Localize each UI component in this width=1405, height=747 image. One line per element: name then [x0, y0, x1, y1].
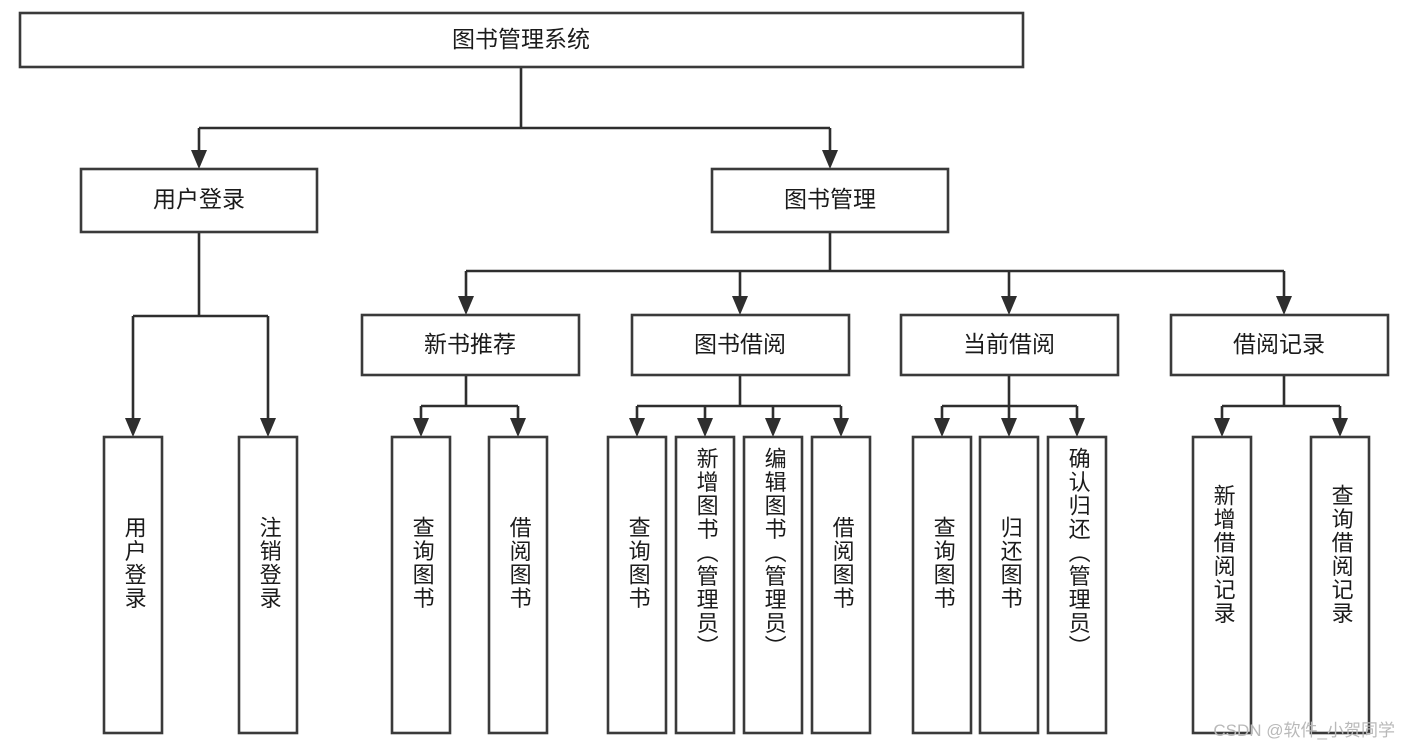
leaf-box-br-2[interactable]: [1309, 435, 1371, 735]
arrow-book-borrow: [732, 296, 748, 315]
leaf-box-nbr-1[interactable]: [390, 435, 452, 735]
arrow-ul-leaf-1: [125, 418, 141, 437]
node-current-borrow[interactable]: 当前借阅: [899, 313, 1120, 377]
arrow-ul-leaf-2: [260, 418, 276, 437]
node-user-login-box[interactable]: [79, 167, 319, 234]
leaf-boxes-book-borrow: [606, 435, 872, 735]
arrow-bb-leaf-2: [697, 418, 713, 437]
connector-current-borrow-to-leaves: [934, 375, 1085, 437]
connector-root-to-level2: [191, 67, 838, 169]
leaf-box-ul-1[interactable]: [102, 435, 164, 735]
node-root[interactable]: 图书管理系统: [18, 11, 1025, 69]
csdn-watermark: CSDN @软件_小贺同学: [1213, 721, 1395, 740]
leaf-box-bb-3[interactable]: [742, 435, 804, 735]
node-borrow-record[interactable]: 借阅记录: [1169, 313, 1390, 377]
arrow-new-book-rec: [458, 296, 474, 315]
leaf-box-nbr-2[interactable]: [487, 435, 549, 735]
leaf-box-br-1[interactable]: [1191, 435, 1253, 735]
leaf-boxes-borrow-record: [1191, 435, 1371, 735]
node-new-book-rec[interactable]: 新书推荐: [360, 313, 581, 377]
arrow-nbr-leaf-1: [413, 418, 429, 437]
leaf-boxes-new-book-rec: [390, 435, 549, 735]
arrow-user-login: [191, 150, 207, 169]
node-book-manage-label: 图书管理: [784, 186, 876, 212]
connector-borrow-record-to-leaves: [1214, 375, 1348, 437]
arrow-bb-leaf-3: [765, 418, 781, 437]
leaf-box-cb-1[interactable]: [911, 435, 973, 735]
leaf-boxes-current-borrow: [911, 435, 1108, 735]
node-root-box[interactable]: [18, 11, 1025, 69]
leaf-box-bb-2[interactable]: [674, 435, 736, 735]
leaf-box-bb-1[interactable]: [606, 435, 668, 735]
node-user-login-label: 用户登录: [153, 186, 245, 212]
node-book-manage-box[interactable]: [710, 167, 950, 234]
arrow-borrow-record: [1276, 296, 1292, 315]
connector-user-login-to-leaves: [125, 232, 276, 437]
arrow-cb-leaf-1: [934, 418, 950, 437]
leaf-boxes-user-login: [102, 435, 299, 735]
node-book-borrow[interactable]: 图书借阅: [630, 313, 851, 377]
arrow-cb-leaf-2: [1001, 418, 1017, 437]
arrow-br-leaf-2: [1332, 418, 1348, 437]
node-new-book-rec-box[interactable]: [360, 313, 581, 377]
node-borrow-record-label: 借阅记录: [1233, 331, 1325, 357]
leaf-box-bb-4[interactable]: [810, 435, 872, 735]
leaf-box-cb-2[interactable]: [978, 435, 1040, 735]
connector-book-manage-to-level3: [458, 232, 1292, 315]
node-current-borrow-label: 当前借阅: [963, 331, 1055, 357]
arrow-cb-leaf-3: [1069, 418, 1085, 437]
node-user-login[interactable]: 用户登录: [79, 167, 319, 234]
node-book-borrow-label: 图书借阅: [694, 331, 786, 357]
arrow-bb-leaf-4: [833, 418, 849, 437]
node-book-manage[interactable]: 图书管理: [710, 167, 950, 234]
arrow-bb-leaf-1: [629, 418, 645, 437]
node-root-label: 图书管理系统: [452, 26, 590, 52]
arrow-nbr-leaf-2: [510, 418, 526, 437]
arrow-current-borrow: [1001, 296, 1017, 315]
arrow-book-manage: [822, 150, 838, 169]
node-current-borrow-box[interactable]: [899, 313, 1120, 377]
node-book-borrow-box[interactable]: [630, 313, 851, 377]
leaf-box-ul-2[interactable]: [237, 435, 299, 735]
connector-book-borrow-to-leaves: [629, 375, 849, 437]
node-borrow-record-box[interactable]: [1169, 313, 1390, 377]
leaf-box-cb-3[interactable]: [1046, 435, 1108, 735]
node-new-book-rec-label: 新书推荐: [424, 331, 516, 357]
connector-new-book-rec-to-leaves: [413, 375, 526, 437]
arrow-br-leaf-1: [1214, 418, 1230, 437]
